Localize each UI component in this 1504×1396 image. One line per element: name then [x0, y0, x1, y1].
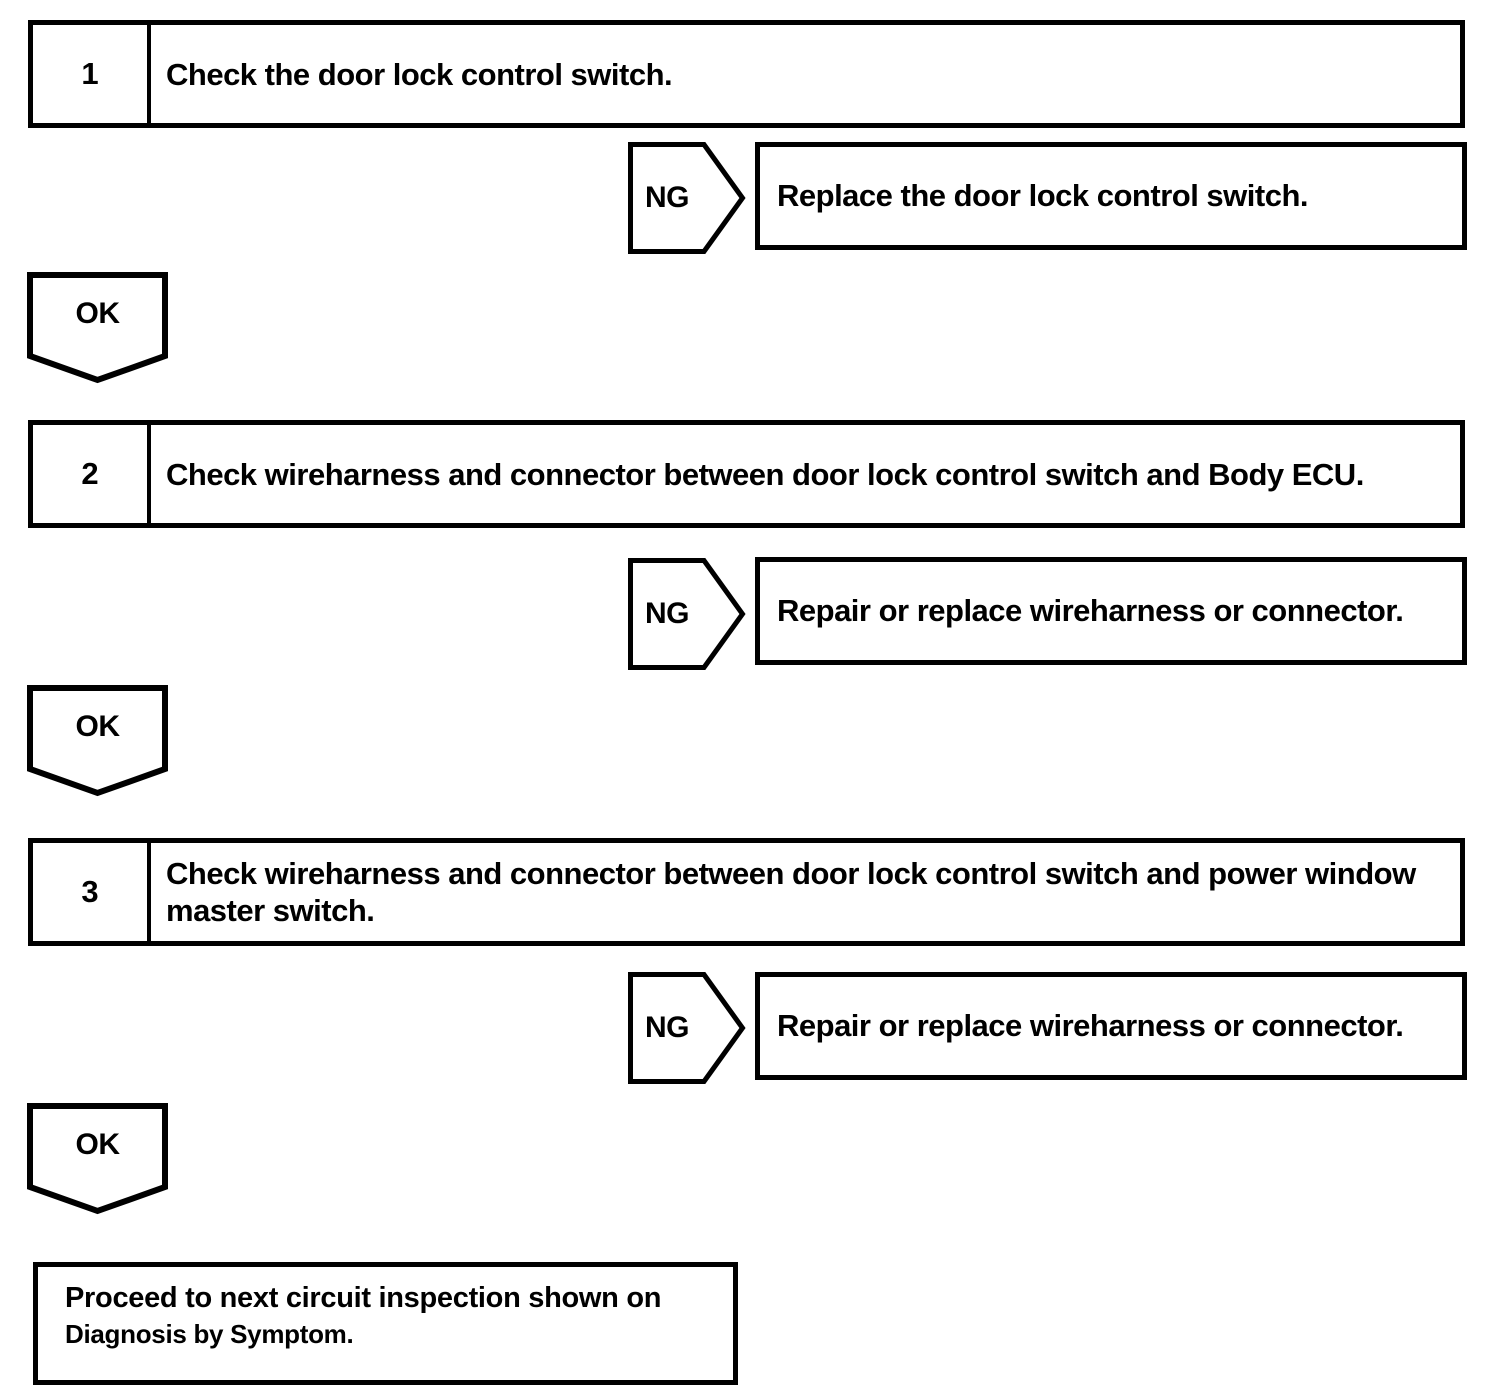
step-3-ng-action-box: Repair or replace wireharness or connect…	[755, 972, 1467, 1080]
step-3-box: 3 Check wireharness and connector betwee…	[28, 838, 1465, 946]
step-1-ng-label: NG	[645, 181, 690, 214]
step-1-ok-label: OK	[75, 297, 121, 330]
step-2-ng-arrow-icon: NG	[628, 558, 746, 670]
step-2-ng-label: NG	[645, 597, 690, 630]
step-2-number: 2	[33, 425, 151, 523]
step-3-instruction: Check wireharness and connector between …	[166, 856, 1416, 928]
step-1-box: 1 Check the door lock control switch.	[28, 20, 1465, 128]
ok-pentagon-shape	[27, 1103, 168, 1215]
step-1-number: 1	[33, 25, 151, 123]
step-2-instruction: Check wireharness and connector between …	[166, 456, 1364, 492]
step-3-number: 3	[33, 843, 151, 941]
step-1-ng-action-box: Replace the door lock control switch.	[755, 142, 1467, 250]
step-3-ok-arrow-icon: OK	[27, 1103, 168, 1215]
step-1-instruction: Check the door lock control switch.	[166, 56, 673, 92]
final-instruction-box: Proceed to next circuit inspection shown…	[33, 1262, 738, 1385]
step-2-box: 2 Check wireharness and connector betwee…	[28, 420, 1465, 528]
step-2-ng-action-box: Repair or replace wireharness or connect…	[755, 557, 1467, 665]
final-instruction-line2: Diagnosis by Symptom.	[65, 1319, 354, 1349]
step-3-ng-label: NG	[645, 1011, 690, 1044]
step-1-ng-arrow-icon: NG	[628, 142, 746, 254]
ng-pentagon-shape	[628, 142, 746, 254]
step-3-ng-arrow-icon: NG	[628, 972, 746, 1084]
step-1-ok-arrow-icon: OK	[27, 272, 168, 384]
ng-pentagon-shape	[628, 972, 746, 1084]
final-instruction-line1: Proceed to next circuit inspection shown…	[65, 1282, 662, 1314]
step-2-ok-label: OK	[75, 710, 121, 743]
ok-pentagon-shape	[27, 272, 168, 384]
ng-pentagon-shape	[628, 558, 746, 670]
ok-pentagon-shape	[27, 685, 168, 797]
step-3-ok-label: OK	[75, 1128, 121, 1161]
step-2-ok-arrow-icon: OK	[27, 685, 168, 797]
